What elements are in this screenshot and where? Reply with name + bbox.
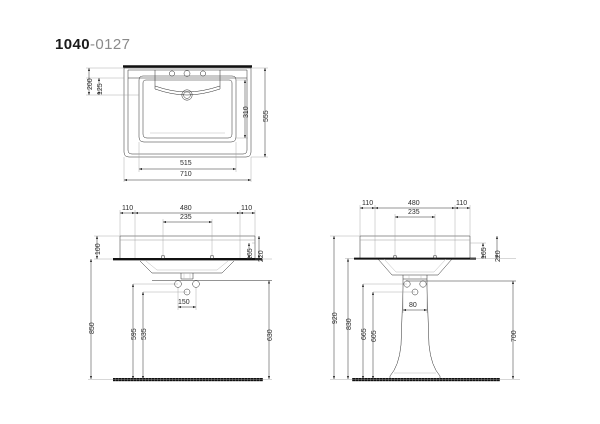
dim-side-605: 605 — [371, 330, 378, 342]
dim-front-165: 165 — [247, 248, 254, 260]
dim-side-220: 220 — [495, 250, 502, 262]
dim-side-110-left: 110 — [362, 200, 374, 207]
dim-top-310: 310 — [243, 106, 250, 118]
dim-front-630: 630 — [267, 329, 274, 341]
dim-side-830: 830 — [346, 318, 353, 330]
top-view-dimension-lines — [87, 68, 267, 182]
dim-front-480: 480 — [180, 205, 192, 212]
dim-side-80: 80 — [409, 302, 417, 309]
dim-side-110-right: 110 — [456, 200, 468, 207]
dim-front-150: 150 — [178, 299, 190, 306]
front-view-dimension-lines — [89, 211, 271, 379]
dim-top-515: 515 — [180, 160, 192, 167]
dim-top-710: 710 — [180, 171, 192, 178]
dim-top-555: 555 — [263, 110, 270, 122]
dim-side-480: 480 — [408, 200, 420, 207]
side-view-extension-lines — [330, 205, 516, 313]
title-code: 1040 — [55, 36, 90, 53]
dim-side-235: 235 — [408, 209, 420, 216]
side-view-geometry — [330, 235, 520, 382]
front-view-geometry — [88, 235, 272, 382]
side-view-dimension-lines — [332, 206, 515, 379]
title-suffix: -0127 — [89, 36, 131, 53]
dim-front-850: 850 — [89, 322, 96, 334]
dim-front-110-right: 110 — [241, 205, 253, 212]
top-view-extension-lines — [86, 67, 268, 182]
dim-side-665: 665 — [361, 328, 368, 340]
dim-front-535: 535 — [141, 328, 148, 340]
dim-front-595: 595 — [131, 328, 138, 340]
dim-side-165: 165 — [481, 247, 488, 259]
dim-top-200: 200 — [87, 78, 94, 90]
dim-side-920: 920 — [332, 312, 339, 324]
page-title: 1040-0127 — [55, 36, 130, 53]
top-view-geometry — [123, 65, 252, 158]
dim-front-100: 100 — [95, 243, 102, 255]
dim-top-125: 125 — [97, 83, 104, 95]
dim-side-700: 700 — [511, 330, 518, 342]
dim-front-110-left: 110 — [122, 205, 134, 212]
dim-front-235: 235 — [180, 214, 192, 221]
dim-front-220: 220 — [258, 250, 265, 262]
